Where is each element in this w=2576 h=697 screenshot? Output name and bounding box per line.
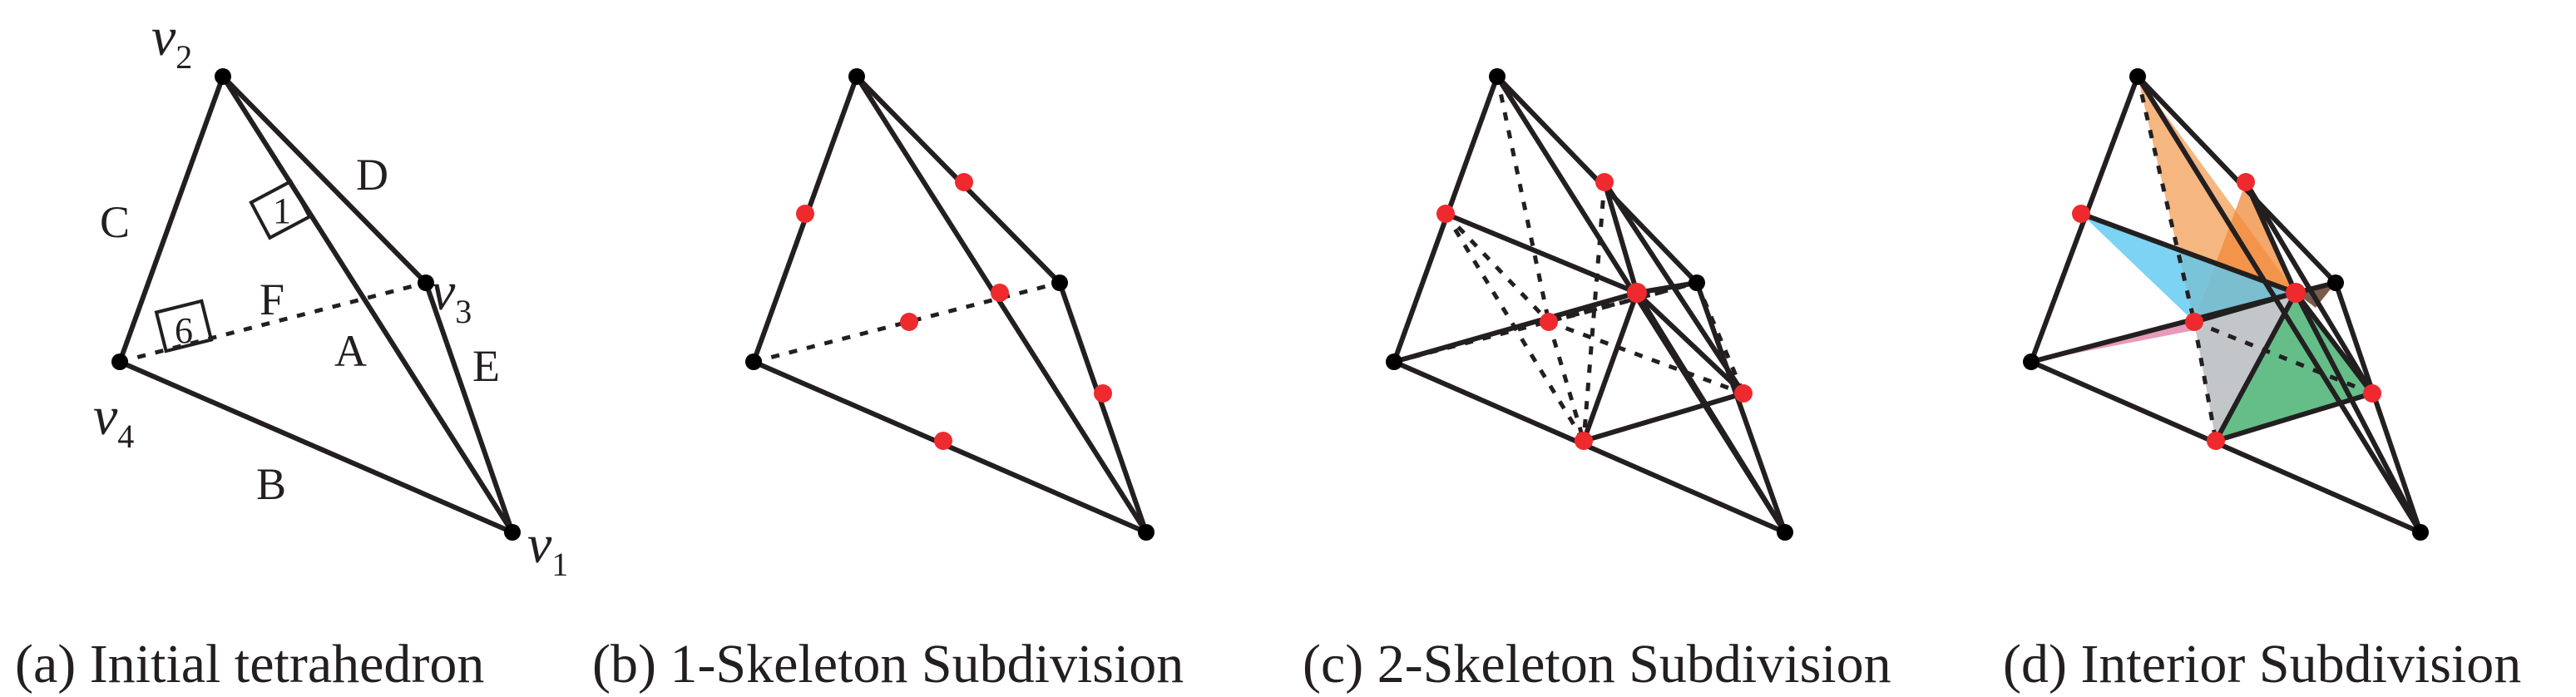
- vertex: [1138, 524, 1155, 541]
- panel-c: [1386, 68, 1793, 541]
- edge-label-e: E: [472, 341, 500, 391]
- edge-midpoint: [2207, 432, 2225, 450]
- caption-b: (b) 1-Skeleton Subdivision: [592, 634, 1184, 695]
- panel-b-edge-midpoints: [796, 173, 1112, 450]
- panel-a-edge-labels: A B C D E F: [100, 150, 500, 509]
- panel-d: [2023, 68, 2429, 541]
- edge-midpoint: [1734, 384, 1753, 403]
- vertex-v2: [215, 68, 231, 85]
- panel-b-vertices: [745, 68, 1155, 541]
- edge-midpoint: [1595, 173, 1614, 191]
- vertex: [1489, 68, 1506, 85]
- panel-c-new-vertices: [1436, 173, 1753, 450]
- vertex: [2023, 353, 2040, 370]
- vertex: [1777, 524, 1793, 541]
- vertex-label-v1: v1: [527, 514, 568, 583]
- edge-label-a: A: [334, 326, 367, 376]
- panel-d-edges: [2029, 74, 2423, 535]
- edge-label-d: D: [356, 150, 388, 200]
- edge-label-b: B: [256, 459, 286, 509]
- vertex: [1051, 274, 1068, 291]
- vertex-v3: [418, 274, 434, 291]
- edge-midpoint: [991, 284, 1009, 302]
- panel-d-vertices: [2023, 68, 2429, 541]
- vertex: [1386, 353, 1402, 370]
- panel-a: 1 6 A B C D E F v2 v3 v4 v1: [93, 7, 568, 583]
- face-center: [1627, 283, 1647, 303]
- panel-d-new-vertices: [2072, 173, 2381, 450]
- edge-label-f: F: [260, 274, 284, 324]
- caption-d: (d) Interior Subdivision: [2003, 634, 2521, 695]
- vertex: [1688, 274, 1705, 291]
- vertex: [2129, 68, 2146, 85]
- edge-midpoint: [2072, 205, 2090, 223]
- vertex: [2327, 274, 2344, 291]
- caption-c: (c) 2-Skeleton Subdivision: [1303, 634, 1891, 695]
- panel-a-face-markers: 1 6: [154, 179, 312, 353]
- vertex-v1: [504, 524, 521, 541]
- edge-midpoint: [1575, 432, 1593, 450]
- caption-a: (a) Initial tetrahedron: [15, 634, 484, 695]
- vertex-label-v2: v2: [151, 7, 192, 76]
- panel-a-vertex-labels: v2 v3 v4 v1: [93, 7, 568, 583]
- edge-midpoint: [900, 313, 918, 331]
- vertex: [2412, 524, 2429, 541]
- edge-midpoint: [1540, 313, 1558, 331]
- face-gray: [2194, 293, 2296, 441]
- face-marker-box: [249, 179, 312, 240]
- edge-midpoint: [1094, 384, 1112, 403]
- edge-midpoint: [934, 432, 952, 450]
- vertex: [745, 353, 762, 370]
- vertex-label-v4: v4: [93, 386, 134, 455]
- captions: (a) Initial tetrahedron (b) 1-Skeleton S…: [15, 634, 2521, 695]
- edge-midpoint: [955, 173, 973, 191]
- edge-midpoint: [2237, 173, 2255, 191]
- edge-midpoint: [796, 205, 814, 223]
- panel-b-edges: [751, 74, 1149, 535]
- panel-b: [745, 68, 1155, 541]
- edge-midpoint: [2185, 313, 2203, 331]
- face-marker-1: 1: [273, 190, 291, 231]
- face-marker-box: [154, 299, 214, 353]
- edge-midpoint: [2363, 384, 2381, 403]
- edge-label-c: C: [100, 197, 130, 247]
- face-blue: [2081, 214, 2296, 322]
- panel-c-vertices: [1386, 68, 1793, 541]
- vertex-v4: [111, 353, 128, 370]
- face-marker-6: 6: [175, 310, 193, 351]
- panel-c-edges: [1392, 74, 1787, 535]
- edge-midpoint: [1436, 205, 1455, 223]
- vertex-label-v3: v3: [431, 261, 472, 330]
- vertex: [848, 68, 865, 85]
- face-center: [2286, 283, 2306, 303]
- panel-a-edges: [117, 74, 515, 535]
- panel-a-vertices: [111, 68, 521, 541]
